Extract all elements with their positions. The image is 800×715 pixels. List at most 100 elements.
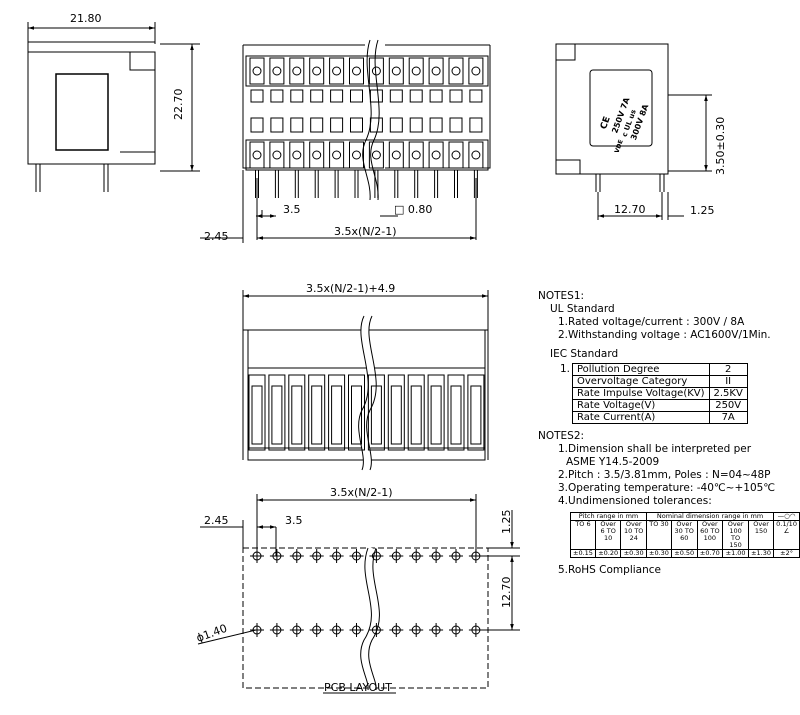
notes2-item-2: 2.Pitch : 3.5/3.81mm, Poles : N=04~48P [558, 469, 771, 481]
top-clamp [468, 57, 484, 85]
top-screw [312, 66, 322, 76]
tol-val: ±0.15 [570, 549, 596, 558]
pcb-offset-label: 2.45 [204, 514, 229, 527]
bottom-screw [292, 150, 302, 160]
iec-value: II [708, 375, 748, 388]
tol-val: ±1.30 [747, 549, 775, 558]
pcb-125-label: 1.25 [500, 510, 513, 535]
dim-height-label: 22.70 [172, 89, 185, 121]
slot-inner [251, 385, 263, 445]
front-pin-array [249, 57, 484, 198]
top-clamp [269, 57, 285, 85]
pcb-pitch-label: 3.5 [285, 514, 303, 527]
upper-window [469, 89, 483, 103]
notes2-item-1b: ASME Y14.5-2009 [566, 456, 660, 468]
tol-val: ±0.50 [670, 549, 698, 558]
bottom-clamp [349, 141, 364, 169]
ul-item-2: 2.Withstanding voltage : AC1600V/1Min. [558, 329, 771, 341]
lower-window [369, 117, 383, 133]
upper-window [350, 89, 363, 103]
top-clamp [289, 57, 305, 85]
bottom-view [242, 290, 489, 472]
notes2-item-3: 3.Operating temperature: -40℃~+105℃ [558, 482, 776, 494]
iec-value: 2.5KV [708, 387, 748, 400]
tol-col: Over 30 TO 60 [670, 520, 698, 550]
dim-total-label: 3.5x(N/2-1)+4.9 [306, 282, 395, 295]
lower-window [389, 117, 403, 133]
dim-span-label: 3.5x(N/2-1) [334, 225, 397, 238]
slot-inner [331, 385, 343, 445]
pcb-hole-label: ϕ1.40 [195, 622, 229, 645]
lower-window [409, 117, 423, 133]
iec-value: 250V [708, 399, 748, 412]
iec-label: Overvoltage Category [572, 375, 710, 388]
top-screw [471, 66, 481, 76]
upper-window [330, 89, 344, 103]
slot-inner [351, 385, 362, 445]
upper-window [369, 89, 383, 103]
bottom-screw [252, 150, 262, 160]
slot-outer [288, 374, 306, 451]
pcb-1270-label: 12.70 [500, 577, 513, 609]
top-screw [352, 66, 361, 76]
ul-item-1: 1.Rated voltage/current : 300V / 8A [558, 316, 745, 328]
tol-sym-1: 0.1/10 [776, 520, 797, 528]
top-screw [451, 66, 461, 76]
top-clamp [388, 57, 404, 85]
slot-outer [268, 374, 286, 451]
dim-1270-top-label: 12.70 [614, 203, 646, 216]
top-clamp [309, 57, 325, 85]
bottom-clamp [408, 141, 424, 169]
slot-inner [470, 385, 482, 445]
dim-pin-label: □ 0.80 [394, 203, 432, 216]
iec-row: Rate Current(A)7A [572, 411, 748, 424]
top-clamp [368, 57, 384, 85]
slot-inner [410, 385, 422, 445]
top-screw [431, 66, 441, 76]
bottom-screw [312, 150, 322, 160]
slot-outer [328, 374, 346, 451]
slot-inner [450, 385, 462, 445]
tol-col: Over 100 TO 150 [722, 520, 749, 550]
slot-outer [447, 374, 465, 451]
top-screw [371, 66, 381, 76]
iec-label: Rate Voltage(V) [572, 399, 710, 412]
top-screw [332, 66, 342, 76]
bottom-screw [451, 150, 461, 160]
upper-window [449, 89, 463, 103]
bottom-clamp [269, 141, 285, 169]
lower-window [449, 117, 463, 133]
tolerance-table: Pitch range in mm Nominal dimension rang… [570, 512, 800, 558]
notes2-item-5: 5.RoHS Compliance [558, 564, 661, 576]
upper-window [409, 89, 423, 103]
dim-offset-label: 2.45 [204, 230, 229, 243]
dim-350-label: 3.50±0.30 [714, 117, 727, 175]
slot-outer [348, 374, 365, 451]
dim-pitch-label: 3.5 [283, 203, 301, 216]
iec-row: Rate Voltage(V)250V [572, 399, 748, 412]
pcb-layout [197, 494, 520, 694]
front-view [200, 39, 491, 243]
tol-col: Over 150 [747, 520, 775, 550]
slot-outer [427, 374, 445, 451]
bottom-clamp [309, 141, 325, 169]
slot-outer [367, 374, 385, 451]
top-screw [272, 66, 282, 76]
slot-inner [390, 385, 402, 445]
tol-col: Over 6 TO 10 [594, 520, 622, 550]
upper-window [270, 89, 284, 103]
upper-window [429, 89, 443, 103]
slot-outer [248, 374, 266, 451]
iec-num: 1. [560, 363, 571, 375]
slot-array [248, 374, 485, 451]
lower-window [250, 117, 264, 133]
bottom-screw [431, 150, 441, 160]
bottom-clamp [428, 141, 444, 169]
tol-val: ±0.70 [696, 549, 724, 558]
lower-window [429, 117, 443, 133]
slot-inner [370, 385, 382, 445]
bottom-clamp [249, 141, 265, 169]
notes2-title: NOTES2: [538, 430, 585, 442]
